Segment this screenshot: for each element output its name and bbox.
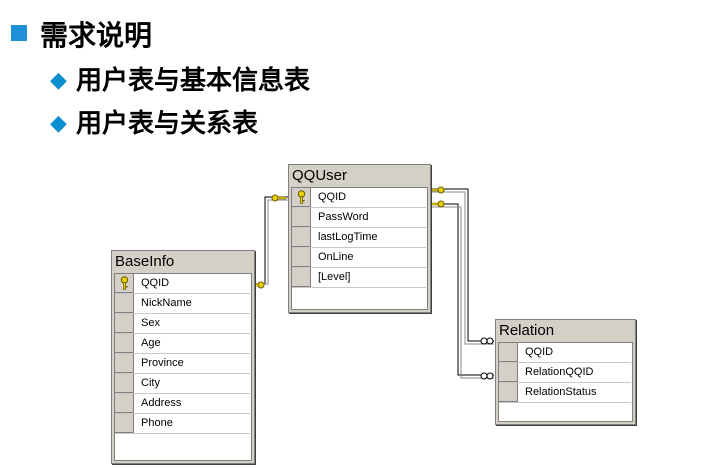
row-selector[interactable] [499, 343, 518, 362]
column-row[interactable]: RelationQQID [499, 363, 631, 383]
column-name: NickName [141, 297, 192, 309]
row-selector[interactable] [292, 188, 311, 207]
column-name: Address [141, 397, 182, 409]
infinity-marker [480, 372, 494, 380]
column-row[interactable]: OnLine [292, 248, 426, 268]
column-row[interactable]: Province [115, 354, 250, 374]
column-row[interactable]: Sex [115, 314, 250, 334]
column-name: QQID [141, 277, 170, 289]
column-name: PassWord [318, 211, 369, 223]
primary-key-icon [120, 276, 129, 290]
primary-key-icon [297, 190, 306, 204]
row-selector[interactable] [292, 228, 311, 247]
column-row[interactable]: PassWord [292, 208, 426, 228]
diamond-bullet-icon: ◆ [50, 68, 67, 93]
column-row[interactable]: Phone [115, 414, 250, 434]
column-row[interactable]: QQID [115, 274, 250, 294]
column-name: [Level] [318, 271, 351, 283]
bullet-item-1: ◆ 用户表与基本信息表 [50, 60, 310, 97]
relationship-line-relation-qqid [430, 188, 494, 342]
column-row[interactable]: Age [115, 334, 250, 354]
diamond-bullet-icon: ◆ [50, 111, 67, 136]
bullet-item-2: ◆ 用户表与关系表 [50, 103, 258, 140]
row-selector[interactable] [292, 248, 311, 267]
column-name: OnLine [318, 251, 354, 263]
key-end-markers [252, 186, 445, 289]
column-name: QQID [318, 191, 347, 203]
row-selector[interactable] [115, 374, 134, 393]
column-row[interactable]: QQID [499, 343, 631, 363]
column-name: QQID [525, 346, 554, 358]
slide-title: 需求说明 [40, 19, 153, 52]
column-name: Age [141, 337, 161, 349]
relationship-line-relation-relqqid [430, 203, 494, 376]
row-selector[interactable] [499, 383, 518, 402]
column-name: lastLogTime [318, 231, 378, 243]
column-name: Sex [141, 317, 160, 329]
table-title: QQUser [292, 167, 348, 184]
column-name: Phone [141, 417, 173, 429]
row-selector[interactable] [292, 268, 311, 287]
row-selector[interactable] [292, 208, 311, 227]
column-name: City [141, 377, 160, 389]
bullet-text-1: 用户表与基本信息表 [76, 66, 311, 96]
row-selector[interactable] [115, 294, 134, 313]
relationship-line-baseinfo [254, 196, 288, 285]
column-row[interactable]: NickName [115, 294, 250, 314]
infinity-marker [480, 337, 494, 345]
column-row[interactable]: City [115, 374, 250, 394]
row-selector[interactable] [115, 314, 134, 333]
table-title: Relation [499, 322, 555, 339]
row-selector[interactable] [115, 354, 134, 373]
table-title: BaseInfo [115, 253, 175, 270]
column-row[interactable]: lastLogTime [292, 228, 426, 248]
square-bullet-icon [11, 25, 27, 41]
bullet-text-2: 用户表与关系表 [76, 109, 259, 139]
column-row[interactable]: RelationStatus [499, 383, 631, 403]
row-selector[interactable] [499, 363, 518, 382]
row-selector[interactable] [115, 274, 134, 293]
table-columns: QQID RelationQQID RelationStatus [498, 342, 633, 422]
row-selector[interactable] [115, 394, 134, 413]
table-relation[interactable]: Relation QQID RelationQQID RelationStatus [495, 319, 636, 425]
column-name: Province [141, 357, 184, 369]
column-name: RelationQQID [525, 366, 594, 378]
row-selector[interactable] [115, 334, 134, 353]
column-row[interactable]: [Level] [292, 268, 426, 288]
column-row[interactable]: Address [115, 394, 250, 414]
row-selector[interactable] [115, 414, 134, 433]
column-name: RelationStatus [525, 386, 597, 398]
column-row[interactable]: QQID [292, 188, 426, 208]
